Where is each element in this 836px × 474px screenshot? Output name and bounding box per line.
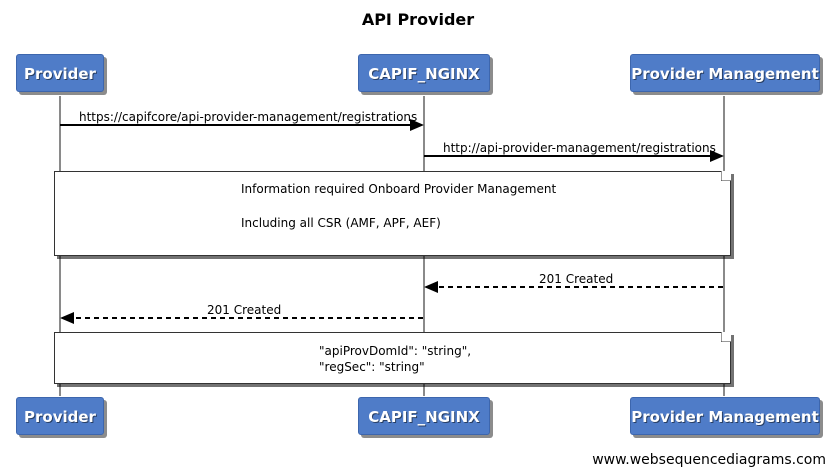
message-label-201-created-nginx: 201 Created: [539, 272, 614, 286]
message-label-provider-management-request: http://api-provider-management/registrat…: [443, 141, 716, 155]
arrowhead-provider-management-request: [710, 150, 724, 162]
watermark-link[interactable]: www.websequencediagrams.com: [592, 452, 826, 468]
actor-provider-bottom: Provider: [16, 397, 104, 435]
arrowhead-registration-request: [410, 119, 424, 131]
note-line-1: Information required Onboard Provider Ma…: [241, 182, 557, 196]
arrowhead-201-created-provider: [60, 312, 74, 324]
note-information-required: Information required Onboard Provider Ma…: [54, 171, 731, 256]
actor-provider-management-top: Provider Management: [630, 54, 820, 92]
message-label-registration-request: https://capifcore/api-provider-managemen…: [79, 110, 418, 124]
message-label-201-created-provider: 201 Created: [207, 303, 282, 317]
note-line-api-prov-dom-id: "apiProvDomId": "string",: [319, 344, 472, 358]
actor-provider-top: Provider: [16, 54, 104, 92]
note-fold-corner: [721, 332, 731, 342]
note-line-reg-sec: "regSec": "string": [319, 360, 425, 374]
arrowhead-201-created-nginx: [424, 281, 438, 293]
actor-capif-nginx-top: CAPIF_NGINX: [358, 54, 490, 92]
actor-capif-nginx-bottom: CAPIF_NGINX: [358, 397, 490, 435]
note-fold-corner: [721, 171, 731, 181]
diagram-title: API Provider: [361, 10, 475, 29]
note-response-body: "apiProvDomId": "string", "regSec": "str…: [54, 332, 731, 384]
actor-provider-management-bottom: Provider Management: [630, 397, 820, 435]
note-line-2: Including all CSR (AMF, APF, AEF): [241, 216, 441, 230]
